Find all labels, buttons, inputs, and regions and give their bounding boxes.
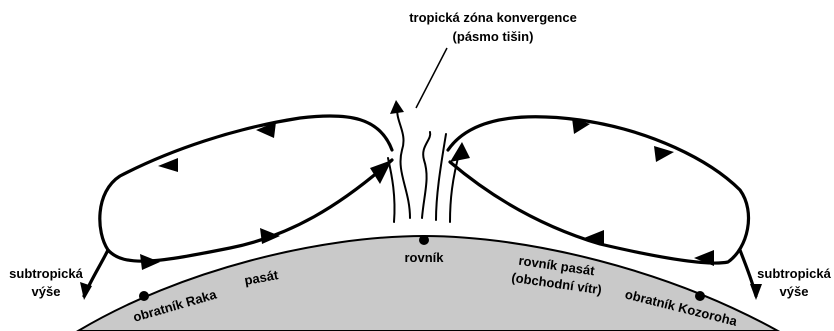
subtropical-high-left-line2: výše xyxy=(32,284,61,299)
arrow-right-outflow xyxy=(750,284,762,300)
arrow-left-bottom-2 xyxy=(260,228,280,244)
tropic-cancer-marker xyxy=(139,291,149,301)
rising-air-right-2 xyxy=(436,134,446,220)
arrow-itcz-top xyxy=(390,100,404,114)
itcz-label-line1: tropická zóna konvergence xyxy=(409,10,577,25)
arrow-right-top-2 xyxy=(654,146,674,162)
equator-label: rovník xyxy=(404,250,444,265)
tropic-capricorn-marker xyxy=(695,291,705,301)
arrow-left-inner xyxy=(370,160,392,184)
arrow-left-top-2 xyxy=(158,158,178,172)
rising-air-right-1 xyxy=(422,132,430,218)
subtropical-high-right-line2: výše xyxy=(780,284,809,299)
itcz-pointer-line xyxy=(416,48,447,108)
subtropical-high-left-line1: subtropická xyxy=(9,266,83,281)
subtropical-high-right-line1: subtropická xyxy=(757,266,831,281)
rising-air-left-1 xyxy=(397,106,410,218)
left-circulation-cell xyxy=(100,116,392,261)
arrow-left-bottom-1 xyxy=(140,254,160,270)
rising-air-left-2 xyxy=(388,158,395,222)
itcz-label-line2: (pásmo tišin) xyxy=(453,29,534,44)
equator-marker xyxy=(419,235,429,245)
